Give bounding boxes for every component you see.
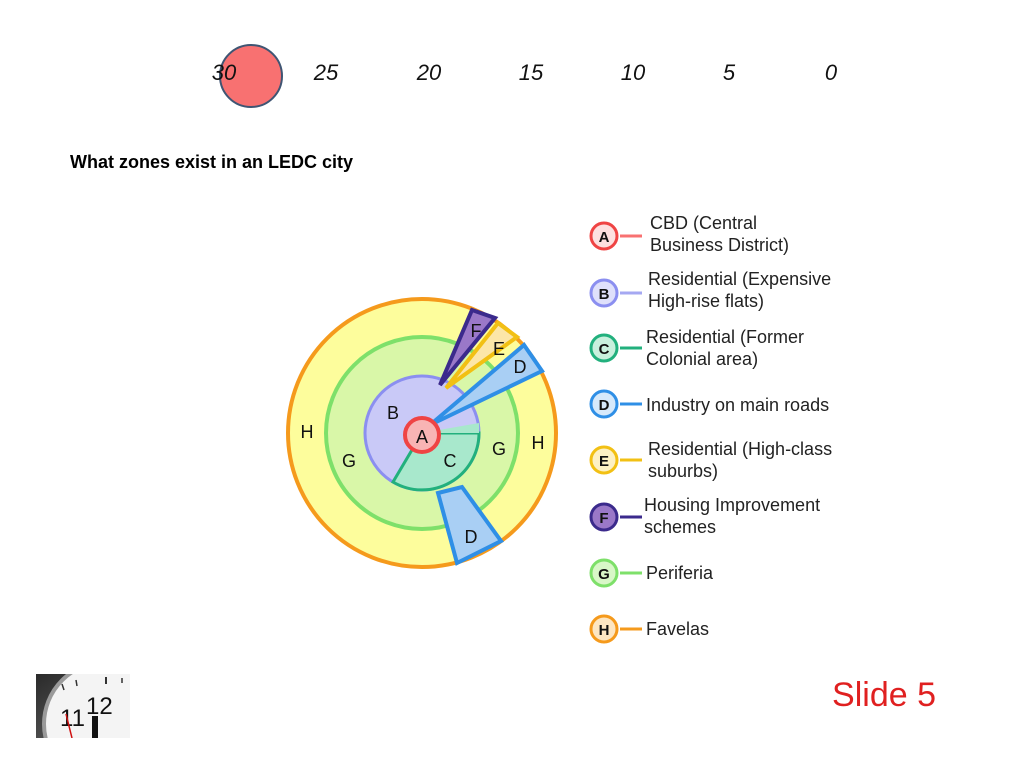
svg-text:B: B [599, 286, 610, 303]
svg-text:A: A [599, 229, 610, 246]
legend-label-b-line2: High-rise flats) [648, 291, 764, 311]
legend-label-f-line1: Housing Improvement [644, 495, 820, 515]
legend-item-g: G Periferia [589, 558, 714, 588]
slide-heading: What zones exist in an LEDC city [70, 152, 354, 172]
zone-label-a: A [416, 427, 428, 447]
zone-label-d-upper: D [514, 357, 527, 377]
svg-text:E: E [599, 453, 609, 470]
zone-label-f: F [471, 321, 482, 341]
legend-label-h-line1: Favelas [646, 619, 709, 639]
zone-d-upper [428, 342, 545, 427]
clock-icon: 11 12 [36, 674, 130, 738]
slide-number-label: Slide 5 [832, 676, 936, 714]
legend-item-h: H Favelas [589, 614, 709, 644]
zone-label-b: B [387, 403, 399, 423]
legend-item-a: A CBD (Central Business District) [589, 213, 789, 255]
zone-label-h-left: H [301, 422, 314, 442]
legend-item-b: B Residential (Expensive High-rise flats… [589, 269, 831, 311]
legend-label-g-line1: Periferia [646, 563, 714, 583]
legend-item-d: D Industry on main roads [589, 389, 829, 419]
svg-text:F: F [599, 510, 608, 527]
legend-item-c: C Residential (Former Colonial area) [589, 327, 804, 369]
zone-label-h-right: H [532, 433, 545, 453]
countdown-timer: 30 25 20 15 10 5 0 [0, 0, 1024, 120]
timer-marker [219, 44, 283, 108]
legend: A CBD (Central Business District) B Resi… [589, 213, 832, 644]
svg-text:11: 11 [60, 705, 85, 732]
legend-label-e-line2: suburbs) [648, 461, 718, 481]
zone-label-g-right: G [492, 439, 506, 459]
timer-tick-20: 20 [416, 60, 442, 85]
timer-tick-10: 10 [620, 60, 646, 85]
zone-label-e: E [493, 339, 505, 359]
ledc-city-model-diagram: A B C D D E F G G H H A CBD (Central Bus… [286, 213, 832, 644]
timer-tick-0: 0 [824, 60, 838, 85]
timer-tick-25: 25 [313, 60, 339, 85]
svg-text:12: 12 [86, 693, 113, 720]
zone-label-g-left: G [342, 451, 356, 471]
legend-label-b-line1: Residential (Expensive [648, 269, 831, 289]
timer-tick-15: 15 [518, 60, 544, 85]
svg-text:H: H [599, 622, 610, 639]
legend-item-e: E Residential (High-class suburbs) [589, 439, 832, 481]
zone-f [438, 307, 499, 387]
timer-tick-30: 30 [211, 60, 237, 85]
zone-label-d-lower: D [465, 527, 478, 547]
zone-d-lower [435, 484, 504, 566]
svg-text:D: D [599, 397, 610, 414]
legend-label-e-line1: Residential (High-class [648, 439, 832, 459]
zone-e [444, 320, 521, 390]
legend-label-c-line1: Residential (Former [646, 327, 804, 347]
svg-text:G: G [598, 566, 610, 583]
legend-item-f: F Housing Improvement schemes [589, 495, 820, 537]
legend-label-a-line2: Business District) [650, 235, 789, 255]
zone-a-core [403, 416, 441, 454]
timer-tick-5: 5 [722, 60, 736, 85]
svg-text:C: C [599, 341, 610, 358]
legend-label-d-line1: Industry on main roads [646, 395, 829, 415]
legend-label-c-line2: Colonial area) [646, 349, 758, 369]
legend-label-f-line2: schemes [644, 517, 716, 537]
legend-label-a-line1: CBD (Central [650, 213, 757, 233]
zone-label-c: C [444, 451, 457, 471]
